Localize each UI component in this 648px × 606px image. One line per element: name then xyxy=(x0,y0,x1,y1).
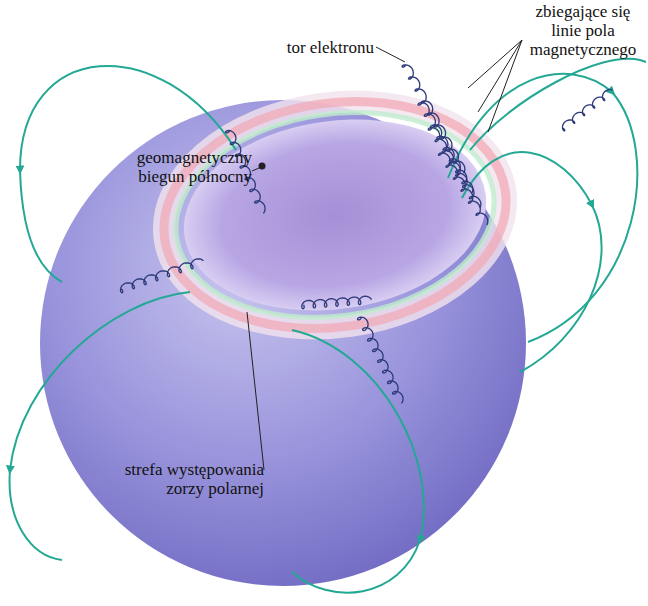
pole-label: geomagnetyczny biegun północny xyxy=(112,148,252,186)
electron-track xyxy=(121,259,204,293)
electron-track xyxy=(563,90,613,131)
aurora-zone-label: strefa występowania zorzy polarnej xyxy=(100,460,264,498)
leader-lines xyxy=(247,40,522,470)
field-lines-label: zbiegające się linie pola magnetycznego xyxy=(522,2,644,59)
electron-track xyxy=(358,317,403,403)
electron-track xyxy=(402,65,465,173)
earth-sphere xyxy=(40,100,526,586)
electron-track xyxy=(302,296,372,309)
electron-track xyxy=(439,153,488,225)
electron-tracks xyxy=(121,65,613,404)
pole-dot xyxy=(259,163,266,170)
aurora-oval xyxy=(149,80,521,350)
field-lines xyxy=(10,59,646,593)
electron-track xyxy=(418,103,473,194)
electron-path-label: tor elektronu xyxy=(258,38,374,57)
